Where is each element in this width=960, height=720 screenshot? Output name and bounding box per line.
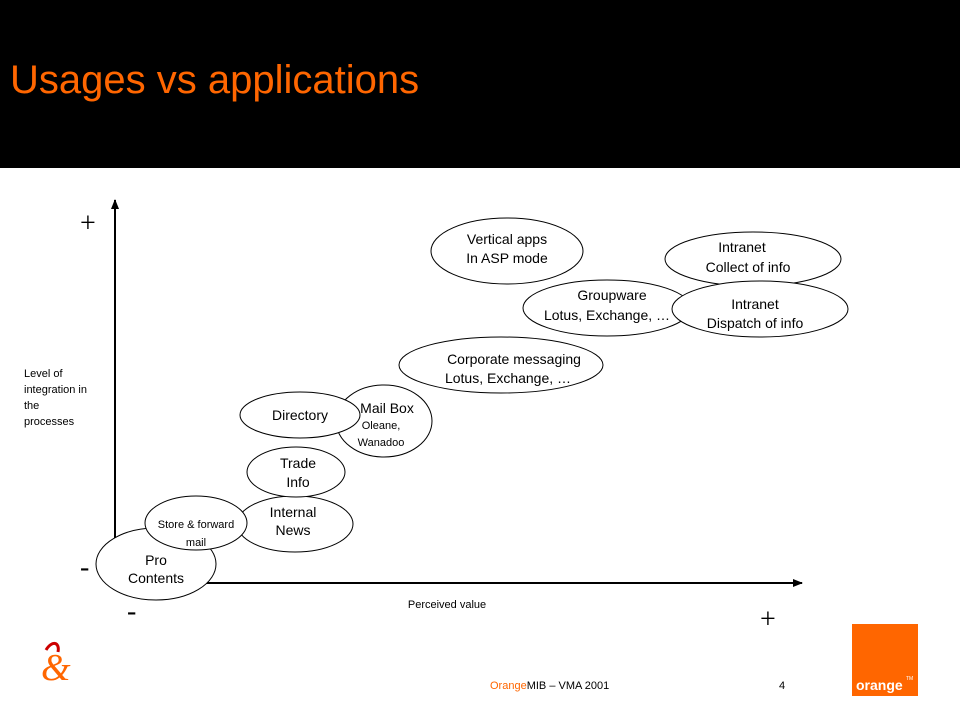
node-groupware: Groupware Lotus, Exchange, … [522, 279, 692, 337]
node-label: Store & forward [158, 519, 234, 531]
node-label: Collect of info [706, 259, 791, 275]
node-label: mail [186, 537, 206, 549]
node-label: Corporate messaging [447, 351, 581, 367]
node-label: Dispatch of info [707, 315, 804, 331]
y-axis-minus: - [80, 552, 89, 583]
node-label: Lotus, Exchange, … [445, 370, 571, 386]
node-vertical-apps: Vertical apps In ASP mode [430, 217, 584, 285]
svg-text:&: & [41, 647, 71, 689]
node-label: Intranet [718, 239, 766, 255]
y-axis-label: Level of integration in the processes [24, 368, 87, 428]
page-number: 4 [779, 680, 785, 692]
node-trade-info: Trade Info [246, 446, 346, 498]
y-axis-label-line: Level of [24, 368, 63, 380]
orange-logo-icon: orange TM [852, 624, 918, 696]
y-axis-plus: + [80, 208, 96, 239]
node-label: Internal [270, 504, 317, 520]
node-label: Trade [280, 455, 316, 471]
node-mail-box: Mail Box Oleane, Wanadoo [335, 384, 433, 458]
node-label: Intranet [731, 296, 779, 312]
slide-title: Usages vs applications [10, 58, 420, 102]
node-directory: Directory [239, 391, 361, 439]
node-intranet-collect: Intranet Collect of info [664, 231, 842, 287]
node-label: Groupware [577, 287, 646, 303]
node-label: Lotus, Exchange, … [544, 307, 670, 323]
node-label: Pro [145, 552, 167, 568]
node-label: Vertical apps [467, 231, 547, 247]
node-label: In ASP mode [466, 250, 548, 266]
header-bar [0, 0, 960, 168]
node-label: Contents [128, 570, 184, 586]
y-axis-label-line: processes [24, 416, 75, 428]
node-label: Oleane, [362, 420, 401, 432]
orange-logo-tm: TM [906, 676, 913, 682]
ampersand-logo-icon: & [41, 642, 71, 689]
footer-rest: MIB – VMA 2001 [527, 680, 610, 692]
node-label: Wanadoo [358, 437, 405, 449]
node-corporate-messaging: Corporate messaging Lotus, Exchange, … [398, 336, 604, 394]
y-axis-label-line: integration in [24, 384, 87, 396]
x-axis-minus: - [127, 596, 136, 627]
node-label: Info [286, 474, 310, 490]
x-axis-label: Perceived value [408, 599, 486, 611]
node-intranet-dispatch: Intranet Dispatch of info [671, 280, 849, 338]
y-axis-label-line: the [24, 400, 39, 412]
footer-text: OrangeMIB – VMA 2001 [490, 680, 609, 692]
x-axis-plus: + [760, 604, 776, 635]
node-label: Directory [272, 407, 328, 423]
node-label: Mail Box [360, 400, 414, 416]
node-store-forward-mail: Store & forward mail [144, 495, 248, 551]
orange-logo-text: orange [856, 677, 903, 693]
node-label: News [275, 522, 310, 538]
node-internal-news: Internal News [236, 495, 354, 553]
footer-brand: Orange [490, 680, 527, 692]
